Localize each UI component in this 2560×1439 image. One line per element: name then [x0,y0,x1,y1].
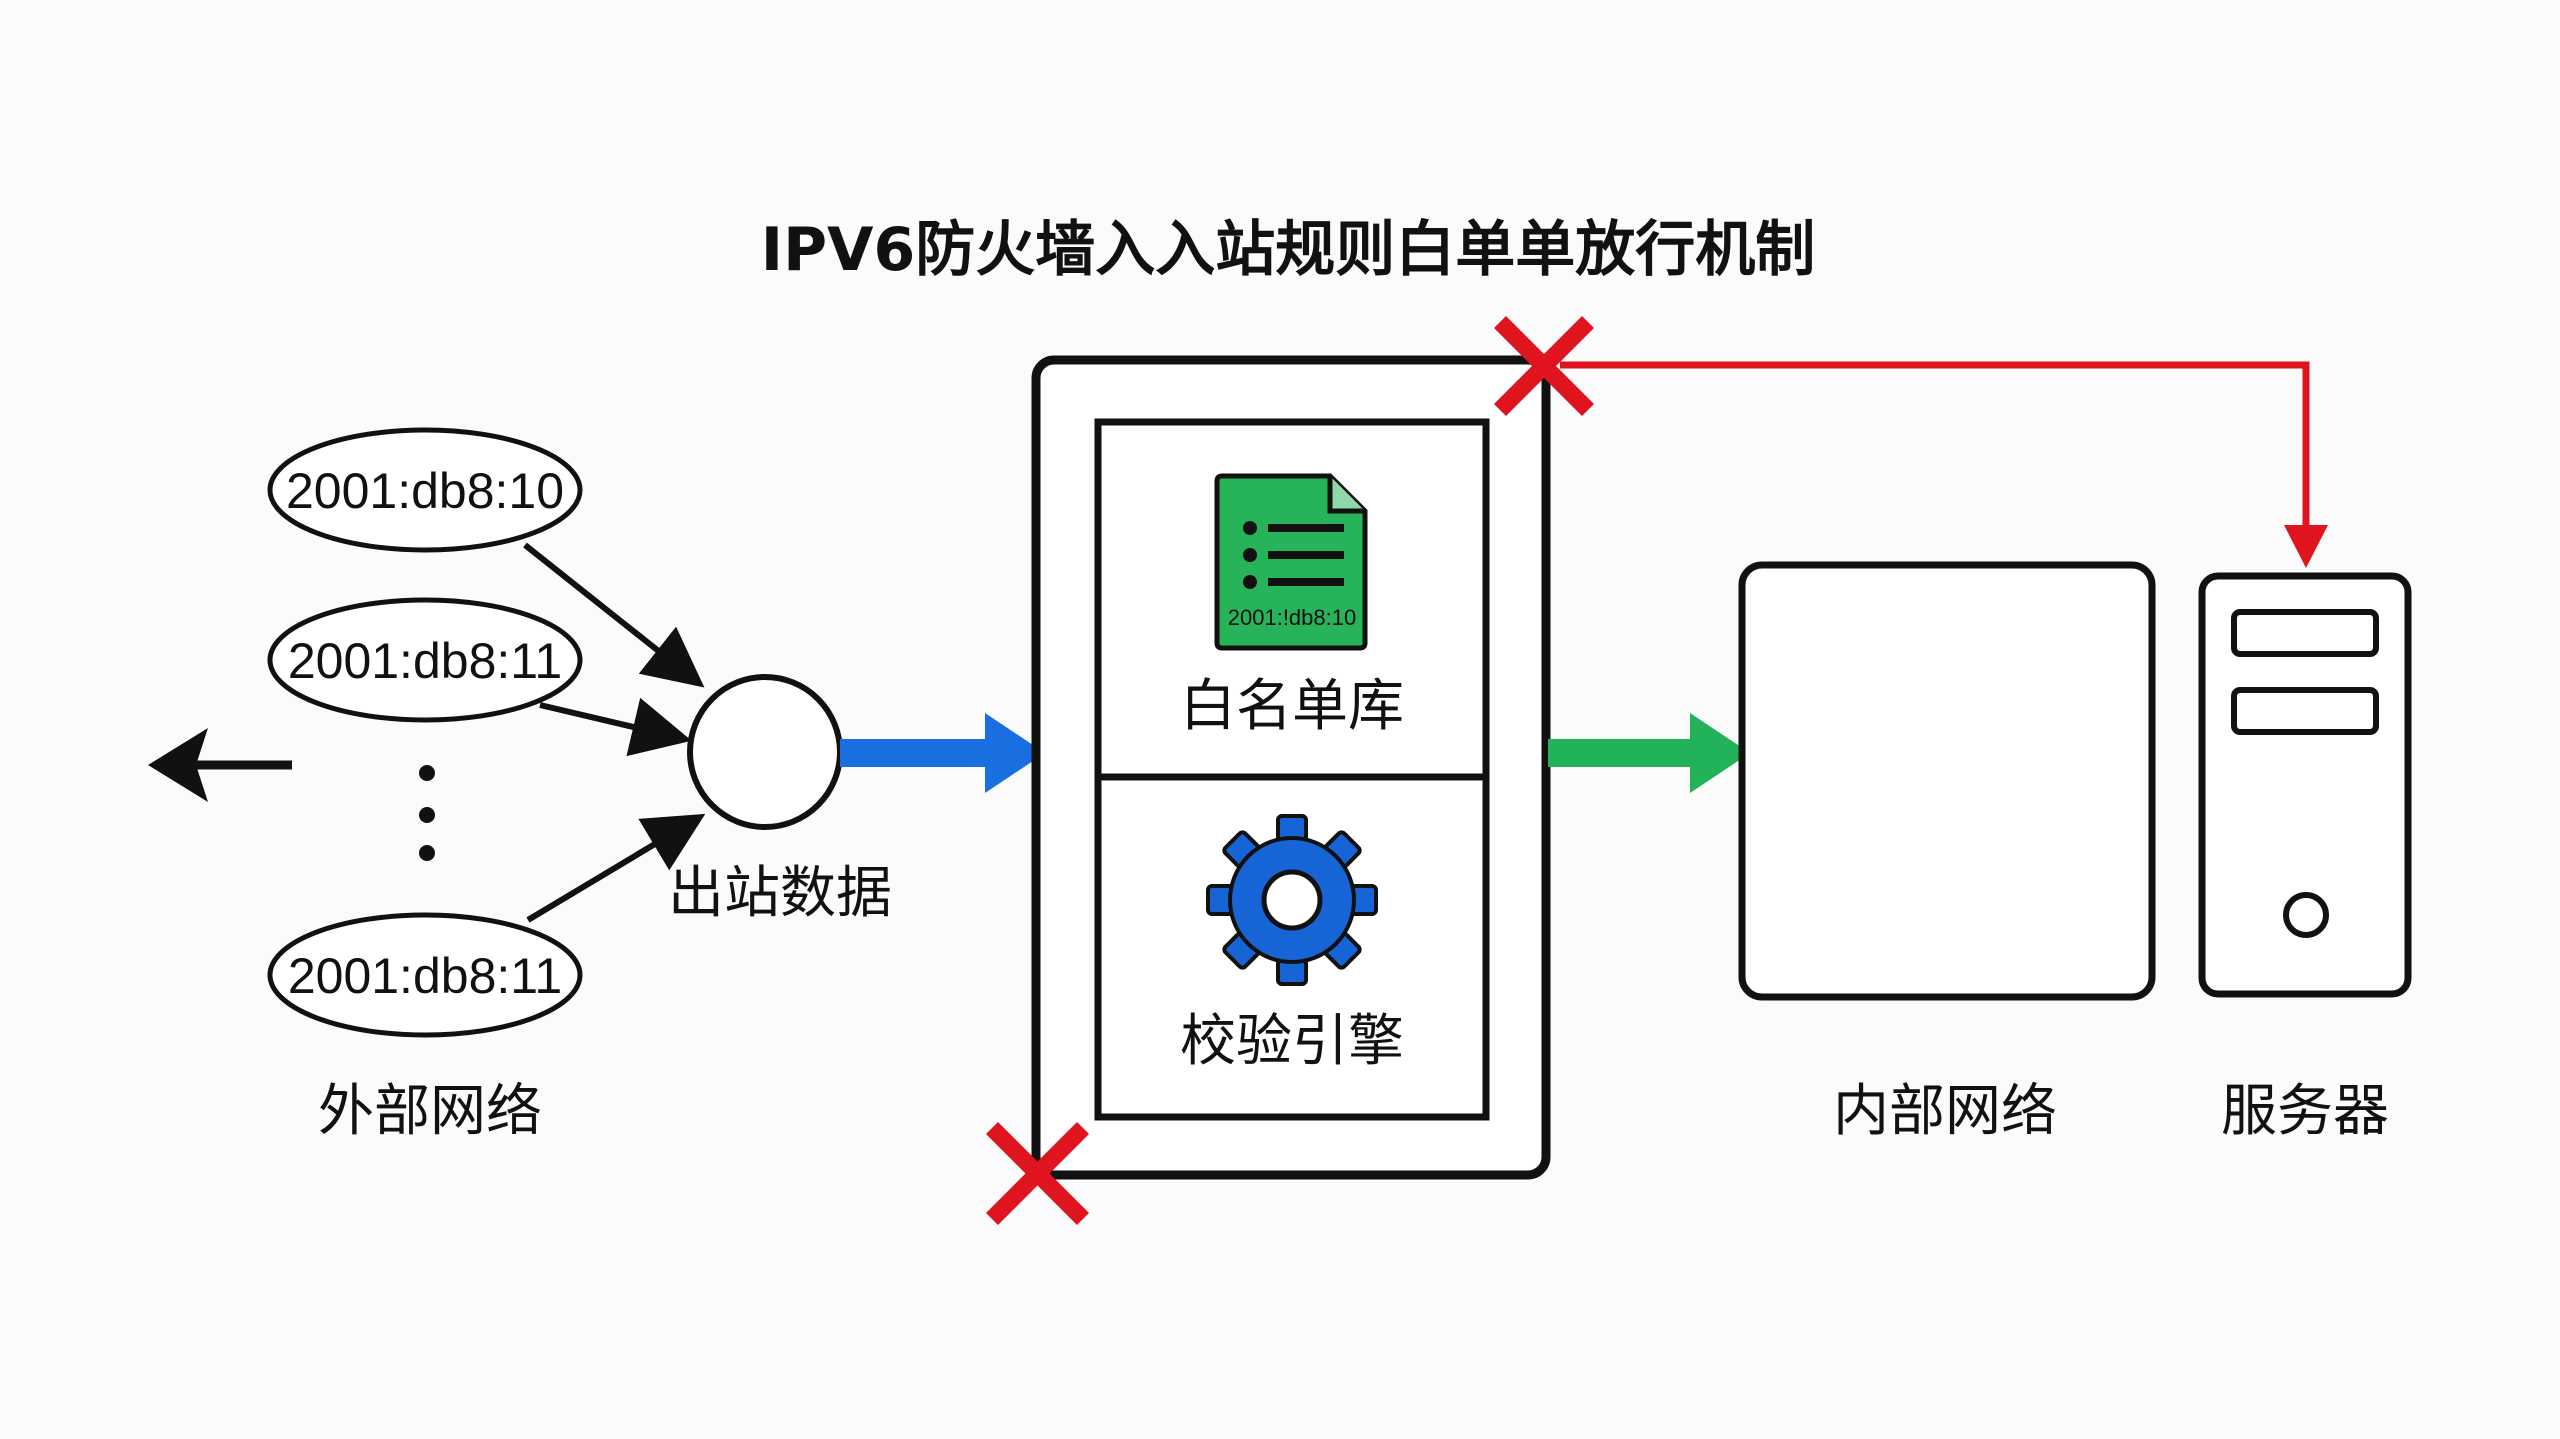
address-text: 2001:db8:11 [288,633,562,689]
document-icon: 2001:!db8:10 [1214,473,1368,651]
external-network-label: 外部网络 [318,1079,542,1144]
address-ellipse: 2001:db8:11 [267,912,583,1038]
engine-label: 校验引擎 [1180,1009,1404,1074]
address-text: 2001:db8:10 [286,463,564,519]
document-text: 2001:!db8:10 [1228,605,1356,630]
blocked-path [1560,361,2310,530]
diagram-title: IPV6防火墙入入站规则白单单放行机制 [761,215,1815,285]
inbound-arrow [840,713,1045,793]
outbound-label: 出站数据 [668,861,892,926]
address-ellipse: 2001:db8:10 [267,427,583,553]
server-label: 服务器 [2221,1079,2389,1144]
pass-arrow [1548,713,1750,793]
vertical-dots-icon [419,765,435,861]
server-tower-icon [2198,572,2412,998]
left-arrow-icon [148,728,292,802]
cross-icon [1493,315,1595,417]
internal-network-label: 内部网络 [1833,1079,2057,1144]
address-text: 2001:db8:11 [288,948,562,1004]
address-ellipse: 2001:db8:11 [267,597,583,723]
whitelist-label: 白名单库 [1180,674,1404,739]
outbound-hub [687,674,843,830]
blocked-path-arrowhead [2284,525,2328,568]
address-to-hub-arrows [523,542,706,923]
cross-icon [985,1121,1090,1226]
internal-network-box [1738,561,2156,1001]
gear-icon [1206,814,1378,986]
